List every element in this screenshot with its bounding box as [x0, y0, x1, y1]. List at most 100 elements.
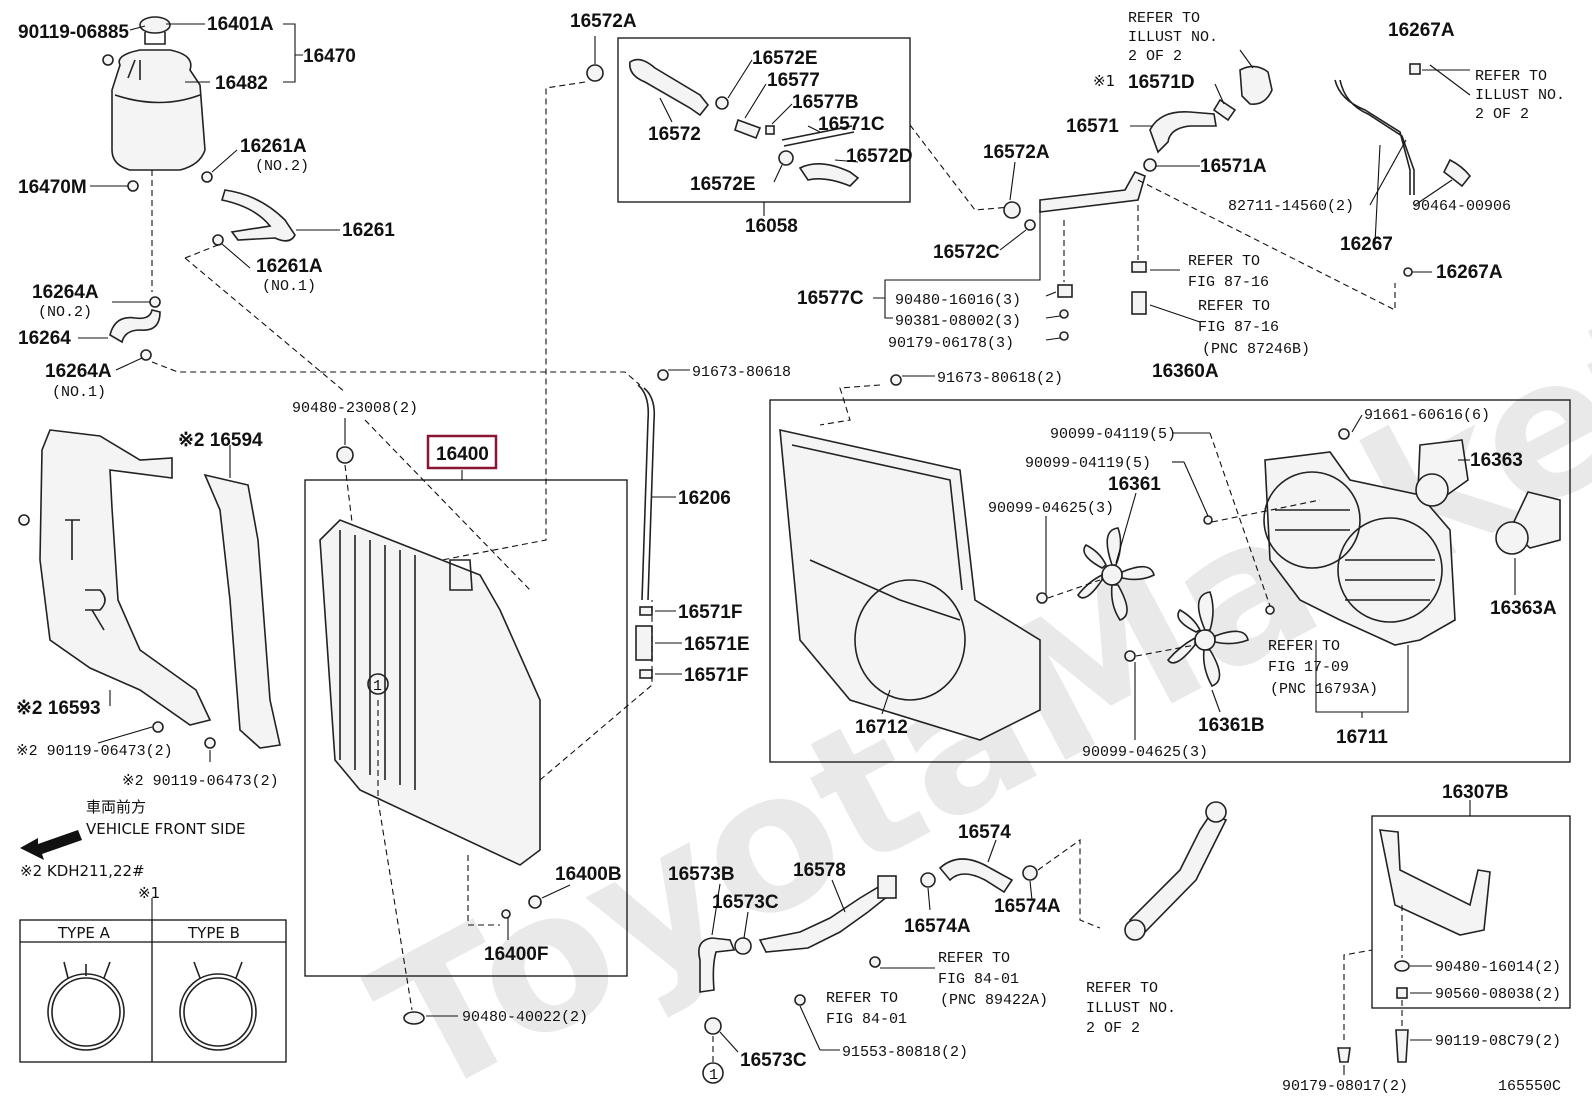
clip-16267A-top[interactable]: [1409, 63, 1421, 75]
label-90480-16016: 90480-16016(3): [895, 292, 1021, 309]
ref-87-16-b-part[interactable]: [1131, 291, 1147, 315]
part-16577[interactable]: [734, 118, 762, 140]
bolt-90179-08017[interactable]: [1337, 1047, 1351, 1063]
bolt-90099-04119-b[interactable]: [1265, 605, 1275, 615]
dashed-connection: [819, 384, 881, 426]
fan-shroud-16711[interactable]: [1264, 451, 1456, 646]
pipe-16571C[interactable]: [781, 125, 855, 147]
water-inlet-flange: [1205, 801, 1227, 823]
part-16577B[interactable]: [765, 125, 775, 135]
hose-16571[interactable]: [1149, 111, 1217, 154]
pipe-assembly[interactable]: [1039, 170, 1146, 213]
clamp-16572E[interactable]: [715, 96, 729, 110]
coolant-reservoir-tank[interactable]: [111, 49, 206, 171]
pipe-16578-end: [877, 875, 897, 899]
fan-16361[interactable]: [1077, 527, 1155, 621]
drain-cock-16400B[interactable]: [528, 895, 542, 909]
hose-16267[interactable]: [1334, 79, 1415, 195]
shroud-16594[interactable]: [203, 473, 281, 749]
clamp-16572E-2[interactable]: [778, 150, 794, 166]
label-pnc-16793A: (PNC 16793A): [1270, 681, 1378, 698]
overflow-hose-16206[interactable]: [637, 384, 656, 601]
fan-group: 91673-80618(2) 16360A 90099-04119(5) 916…: [769, 361, 1571, 763]
label-pnc-89422A: (PNC 89422A): [940, 992, 1048, 1009]
bolt-90119-06473-a[interactable]: [152, 721, 164, 733]
leader: [1429, 64, 1471, 96]
fan-16361B[interactable]: [1166, 591, 1249, 687]
hose-16573B[interactable]: [698, 937, 736, 993]
fan-motor-body: [1415, 473, 1449, 507]
clamp-90464-00906[interactable]: [1442, 158, 1472, 188]
highlight-16400[interactable]: [426, 434, 498, 470]
label-16400B: 16400B: [555, 864, 622, 885]
clamp-16572A-top[interactable]: [586, 64, 604, 82]
collar-90480-16016[interactable]: [1057, 284, 1073, 298]
bolt-91553-80818[interactable]: [794, 994, 806, 1006]
clamp-16261A-no1[interactable]: [212, 234, 224, 246]
ref-87-16-a-part[interactable]: [1131, 261, 1147, 273]
water-inlet-pipe-ref[interactable]: [1128, 814, 1228, 934]
clip-90381-08002[interactable]: [1059, 309, 1069, 319]
clamp-16573C-1[interactable]: [734, 937, 752, 955]
label-pnc-87246B: (PNC 87246B): [1202, 341, 1310, 358]
clamp-16571D[interactable]: [1212, 98, 1237, 122]
bracket-16307B[interactable]: [1379, 829, 1491, 936]
nut-16470M[interactable]: [127, 180, 139, 192]
thermostat-housing-ref[interactable]: [1239, 65, 1273, 106]
oring-16400F[interactable]: [501, 909, 511, 919]
clamp-16261A-no2[interactable]: [201, 171, 213, 183]
bolt-90119-06473-b[interactable]: [204, 737, 216, 749]
note-refer-87-16-b2: FIG 87-16: [1198, 319, 1279, 336]
label-star1: ※1: [1093, 72, 1115, 90]
clamp-type-b-tabs: [193, 961, 243, 979]
label-91661-60616: 91661-60616(6): [1364, 407, 1490, 424]
hose-16261[interactable]: [220, 189, 296, 242]
bolt-90099-04625-a[interactable]: [1036, 592, 1048, 604]
fan-shroud-16712[interactable]: [779, 428, 1041, 741]
clamp-type-b-inner: [183, 977, 253, 1047]
clamp-16572C[interactable]: [1024, 219, 1036, 231]
clamp-16574A-2[interactable]: [1022, 865, 1038, 881]
leader: [129, 25, 146, 31]
clip-16267A[interactable]: [1403, 267, 1413, 277]
bolt-91661-60616[interactable]: [1338, 428, 1350, 440]
collar-90560-08038[interactable]: [1396, 987, 1408, 999]
dashed-connection: [377, 700, 500, 1011]
sensor-89422A[interactable]: [869, 956, 881, 968]
bolt-90179-06178[interactable]: [1059, 331, 1069, 341]
shroud-16593[interactable]: [39, 429, 212, 726]
label-16363A: 16363A: [1490, 598, 1557, 619]
label-16593: ※2 16593: [16, 698, 101, 719]
clamp-16264A-no1[interactable]: [140, 349, 152, 361]
cushion-90480-40022[interactable]: [403, 1011, 425, 1025]
label-16572E-2: 16572E: [690, 174, 756, 195]
cushion-90480-16014[interactable]: [1394, 960, 1410, 972]
reservoir-cap-16401A[interactable]: [139, 16, 171, 34]
bolt-90119-06885[interactable]: [102, 54, 114, 66]
note-refer-illust3-3: 2 OF 2: [1086, 1020, 1140, 1037]
label-16307B: 16307B: [1442, 782, 1509, 803]
bolt-91673-80618-2[interactable]: [890, 374, 902, 386]
clip-16571F-1[interactable]: [639, 606, 653, 616]
clamp-16573C-2[interactable]: [704, 1017, 722, 1035]
bolt-90099-04119[interactable]: [1203, 515, 1213, 525]
clamp-16571A[interactable]: [1143, 158, 1157, 172]
clamp-16264A-no2[interactable]: [149, 296, 161, 308]
hose-16572[interactable]: [628, 58, 710, 117]
bolt-90099-04625-b[interactable]: [1124, 650, 1136, 662]
hose-16571E[interactable]: [635, 625, 653, 661]
bracket-16711: [1315, 640, 1409, 718]
leader: [771, 103, 793, 125]
bolt-90119-08C79[interactable]: [1395, 1029, 1409, 1063]
bolt-91673-80618[interactable]: [657, 369, 669, 381]
radiator-16400[interactable]: [319, 519, 541, 866]
hose-16264[interactable]: [109, 309, 161, 344]
clamp-16572A[interactable]: [1003, 201, 1021, 219]
clamp-16574A-1[interactable]: [920, 872, 936, 888]
clip-16571F-2[interactable]: [639, 669, 653, 679]
leader: [744, 83, 767, 119]
leader: [1374, 144, 1381, 244]
cushion-90480-23008[interactable]: [336, 446, 354, 464]
hose-16574[interactable]: [938, 858, 1014, 894]
hose-16572D[interactable]: [798, 163, 860, 187]
